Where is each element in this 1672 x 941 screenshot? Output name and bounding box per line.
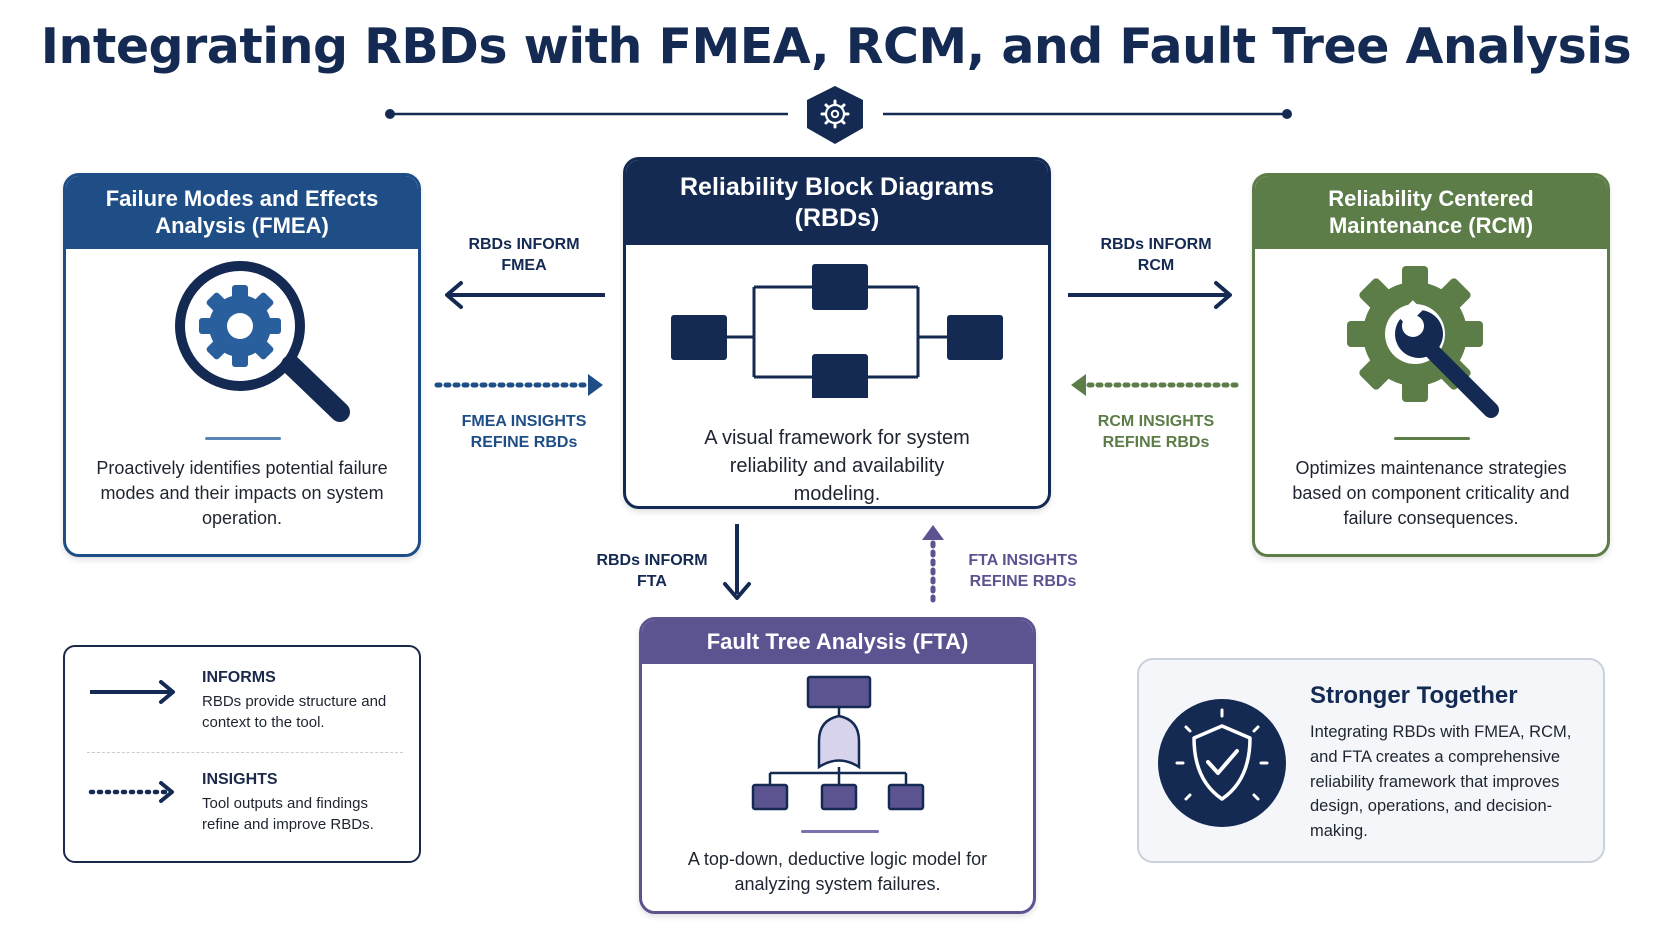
fta-card: Fault Tree Analysis (FTA) A top-down, de… <box>639 617 1036 914</box>
fmea-card: Failure Modes and Effects Analysis (FMEA… <box>63 173 421 557</box>
fta-divider <box>801 830 879 833</box>
arrow-rbd-to-fmea <box>445 281 605 309</box>
fmea-card-title: Failure Modes and Effects Analysis (FMEA… <box>66 176 418 249</box>
arrow-rbd-to-fta <box>723 524 751 600</box>
arrow-rbd-to-rcm <box>1068 281 1232 309</box>
legend-informs-description: RBDs provide structure and context to th… <box>202 693 387 731</box>
magnifier-gear-icon <box>175 261 350 422</box>
rcm-divider <box>1394 437 1470 440</box>
rcm-card: Reliability Centered Maintenance (RCM) O… <box>1252 173 1610 557</box>
rbd-card-description: A visual framework for system reliabilit… <box>704 427 970 505</box>
solid-arrow-icon <box>90 680 175 704</box>
label-rcm-to-rbd: RCM INSIGHTS REFINE RBDs <box>1097 413 1215 452</box>
label-rbd-to-fmea: RBDs INFORM FMEA <box>468 236 580 275</box>
legend-box: INFORMS RBDs provide structure and conte… <box>63 645 421 863</box>
block-diagram-icon <box>671 264 1003 398</box>
legend-insights-description: Tool outputs and findings refine and imp… <box>202 795 374 833</box>
dotted-arrow-icon <box>88 781 174 803</box>
stronger-together-box: Stronger Together Integrating RBDs with … <box>1137 658 1605 863</box>
stronger-together-title: Stronger Together <box>1310 682 1518 709</box>
rcm-card-title: Reliability Centered Maintenance (RCM) <box>1255 176 1607 249</box>
title-divider <box>385 86 1292 144</box>
arrow-fta-to-rbd <box>922 525 944 603</box>
label-fmea-to-rbd: FMEA INSIGHTS REFINE RBDs <box>461 413 587 452</box>
shield-check-icon <box>1158 699 1286 827</box>
rcm-card-description: Optimizes maintenance strategies based o… <box>1292 458 1570 529</box>
gear-shield-icon <box>807 86 863 144</box>
rbd-card: Reliability Block Diagrams (RBDs) A visu… <box>623 157 1051 509</box>
arrow-fmea-to-rbd <box>434 374 603 396</box>
rbd-card-title: Reliability Block Diagrams (RBDs) <box>626 160 1048 245</box>
fta-card-title: Fault Tree Analysis (FTA) <box>642 620 1033 664</box>
legend-insights-title: INSIGHTS <box>202 771 278 788</box>
label-rbd-to-fta: RBDs INFORM FTA <box>596 552 708 591</box>
label-fta-to-rbd: FTA INSIGHTS REFINE RBDs <box>968 552 1078 591</box>
fta-card-description: A top-down, deductive logic model for an… <box>687 849 988 895</box>
fmea-card-description: Proactively identifies potential failure… <box>96 458 388 529</box>
fmea-divider <box>205 437 281 440</box>
page-title: Integrating RBDs with FMEA, RCM, and Fau… <box>40 18 1632 75</box>
label-rbd-to-rcm: RBDs INFORM RCM <box>1100 236 1212 275</box>
fault-tree-icon <box>751 675 925 811</box>
legend-informs-title: INFORMS <box>202 669 276 686</box>
legend-divider <box>87 752 403 753</box>
stronger-together-description: Integrating RBDs with FMEA, RCM, and FTA… <box>1310 723 1572 840</box>
arrow-rcm-to-rbd <box>1071 374 1239 396</box>
gear-wrench-icon <box>1347 266 1499 418</box>
